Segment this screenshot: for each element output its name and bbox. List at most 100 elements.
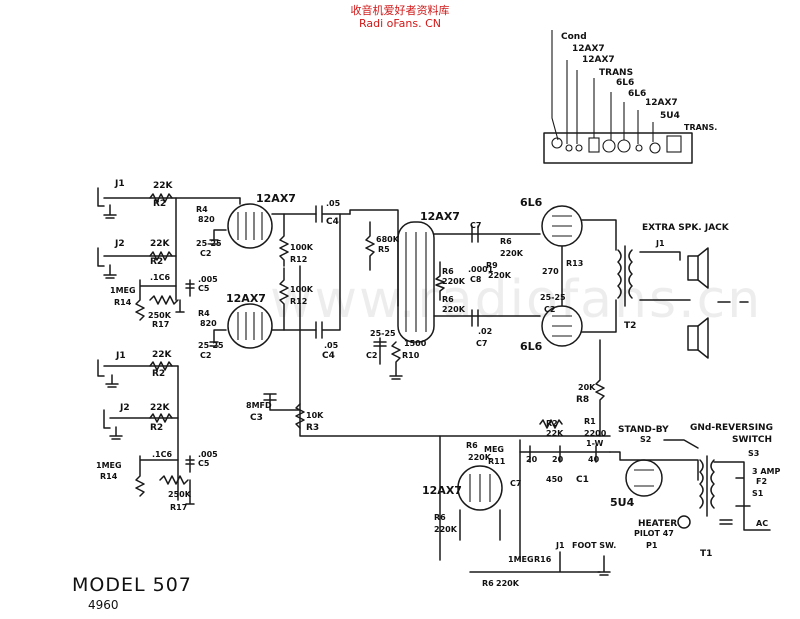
r13-value: 270 bbox=[542, 267, 559, 276]
r6c-value: 220K bbox=[500, 249, 524, 258]
r6b-value: 220K bbox=[442, 305, 466, 314]
f2-label: F2 bbox=[756, 477, 767, 486]
r3-value: 10K bbox=[306, 411, 324, 420]
switch-label: SWITCH bbox=[732, 435, 772, 445]
r4b-value: 820 bbox=[200, 319, 217, 328]
r6a-label: R6 bbox=[442, 267, 454, 276]
output-section: T2 EXTRA SPK. JACK J1 bbox=[617, 223, 749, 359]
c1d-value: 450 bbox=[546, 475, 563, 484]
phase-inverter: 12AX7 680K R5 25-25 C2 1500 R10 C7 R6 22… bbox=[349, 209, 541, 380]
tube-v2-label: 12AX7 bbox=[226, 292, 266, 305]
r12b-value: 100K bbox=[290, 285, 314, 294]
standby-label: STAND-BY bbox=[618, 425, 669, 435]
c2b-label: C2 bbox=[200, 351, 211, 360]
c1-label: C1 bbox=[576, 475, 589, 485]
c5b-value: .005 bbox=[198, 450, 218, 459]
c1b-value: 20 bbox=[552, 455, 564, 464]
s3-label: S3 bbox=[748, 449, 759, 458]
legend-6l6-a: 6L6 bbox=[616, 78, 634, 88]
tube-v6-label: 12AX7 bbox=[422, 484, 462, 497]
r11-value: MEG bbox=[484, 445, 504, 454]
legend-12ax7-b: 12AX7 bbox=[582, 55, 615, 65]
r16-value: 1MEG bbox=[508, 555, 534, 564]
r6b-label: R6 bbox=[442, 295, 454, 304]
r2c-label: R2 bbox=[152, 369, 165, 379]
r10-label: R10 bbox=[402, 351, 420, 360]
r14a-value: 1MEG bbox=[110, 286, 136, 295]
legend-6l6-b: 6L6 bbox=[628, 89, 646, 99]
legend-12ax7-a: 12AX7 bbox=[572, 44, 605, 54]
r6a-value: 220K bbox=[442, 277, 466, 286]
tremolo-section: 12AX7 R6 220K MEG R11 C7 R6 220K R6 220K… bbox=[422, 439, 616, 588]
socket-legend: Cond 12AX7 12AX7 TRANS 6L6 6L6 12AX7 5U4… bbox=[543, 30, 717, 164]
tube-v3-label: 12AX7 bbox=[420, 210, 460, 223]
t1-label: T1 bbox=[700, 549, 712, 559]
r17b-label: R17 bbox=[170, 503, 187, 512]
jack-j2-bot: J2 bbox=[119, 403, 130, 413]
r6f-value: 220K bbox=[496, 579, 520, 588]
r2d-value: 22K bbox=[150, 403, 171, 413]
r4-value: 820 bbox=[198, 215, 215, 224]
extra-spk-label: EXTRA SPK. JACK bbox=[642, 223, 730, 233]
legend-12ax7-c: 12AX7 bbox=[645, 98, 678, 108]
jack-j2-top: J2 bbox=[114, 239, 125, 249]
r5-value: 680K bbox=[376, 235, 400, 244]
pilot-label: PILOT 47 bbox=[634, 529, 674, 538]
legend-trans-2: TRANS. bbox=[684, 123, 717, 132]
power-supply: R2 22K R1 2200 1-W 20 20 40 450 C1 5U4 S… bbox=[439, 417, 781, 559]
c25c-value: 25-25 bbox=[370, 329, 396, 338]
preamp-tubes: 12AX7 12AX7 R4 820 25-25 C2 R4 820 25-25… bbox=[196, 192, 441, 489]
c3-value: 8MFD bbox=[246, 401, 272, 410]
r10-value: 1500 bbox=[404, 339, 427, 348]
c8-label: C8 bbox=[470, 275, 482, 284]
legend-5u4: 5U4 bbox=[660, 111, 680, 121]
tube-v5-label: 6L6 bbox=[520, 340, 543, 353]
ac-label: AC bbox=[756, 519, 768, 528]
c1c-value: 40 bbox=[588, 455, 600, 464]
r2a-label: R2 bbox=[153, 199, 166, 209]
jack-j1-foot: J1 bbox=[555, 541, 565, 550]
s2-label: S2 bbox=[640, 435, 651, 444]
c2c-label: C2 bbox=[544, 305, 555, 314]
r14b-value: 1MEG bbox=[96, 461, 122, 470]
r8-label: R8 bbox=[576, 395, 589, 405]
c4b-value: .05 bbox=[324, 341, 339, 350]
c2c-value: 25-25 bbox=[540, 293, 566, 302]
r9-label: R9 bbox=[486, 261, 498, 270]
r1-watt: 1-W bbox=[586, 439, 604, 448]
c3-label: C3 bbox=[250, 413, 263, 423]
c5a-label: C5 bbox=[198, 284, 210, 293]
r2b-label: R2 bbox=[150, 257, 163, 267]
fuse-amp-label: 3 AMP bbox=[752, 467, 781, 476]
r3-label: R3 bbox=[306, 423, 319, 433]
r12a-label: R12 bbox=[290, 255, 307, 264]
r4-label: R4 bbox=[196, 205, 208, 214]
legend-trans: TRANS bbox=[599, 68, 633, 78]
gnd-reversing-label: GNd-REVERSING bbox=[690, 423, 773, 433]
r5-label: R5 bbox=[378, 245, 390, 254]
r2a-value: 22K bbox=[153, 181, 174, 191]
c6a-label: .1C6 bbox=[150, 273, 170, 282]
r6f-label: R6 bbox=[482, 579, 494, 588]
input-section: J1 22K R2 J2 22K R2 1MEG R14 .1C6 .005 C… bbox=[96, 179, 241, 512]
r1-label: R1 bbox=[584, 417, 596, 426]
r12b-label: R12 bbox=[290, 297, 307, 306]
model-title: MODEL 507 bbox=[72, 574, 192, 596]
r14a-label: R14 bbox=[114, 298, 132, 307]
site-title-en: Radi oFans. CN bbox=[358, 17, 442, 30]
s1-label: S1 bbox=[752, 489, 764, 498]
r2b-value: 22K bbox=[150, 239, 171, 249]
r17a-label: R17 bbox=[152, 320, 169, 329]
spk-j1-label: J1 bbox=[655, 239, 665, 248]
r2e-label: R2 bbox=[546, 419, 558, 428]
c5b-label: C5 bbox=[198, 459, 210, 468]
r16-label: R16 bbox=[534, 555, 552, 564]
r4b-label: R4 bbox=[198, 309, 210, 318]
c7a-label: C7 bbox=[470, 221, 481, 230]
c4a-label: C4 bbox=[326, 217, 339, 227]
rectifier-label: 5U4 bbox=[610, 496, 635, 509]
r14b-label: R14 bbox=[100, 472, 118, 481]
foot-switch-label: FOOT SW. bbox=[572, 541, 616, 550]
legend-cond: Cond bbox=[561, 32, 587, 42]
jack-j1-bot: J1 bbox=[115, 351, 126, 361]
